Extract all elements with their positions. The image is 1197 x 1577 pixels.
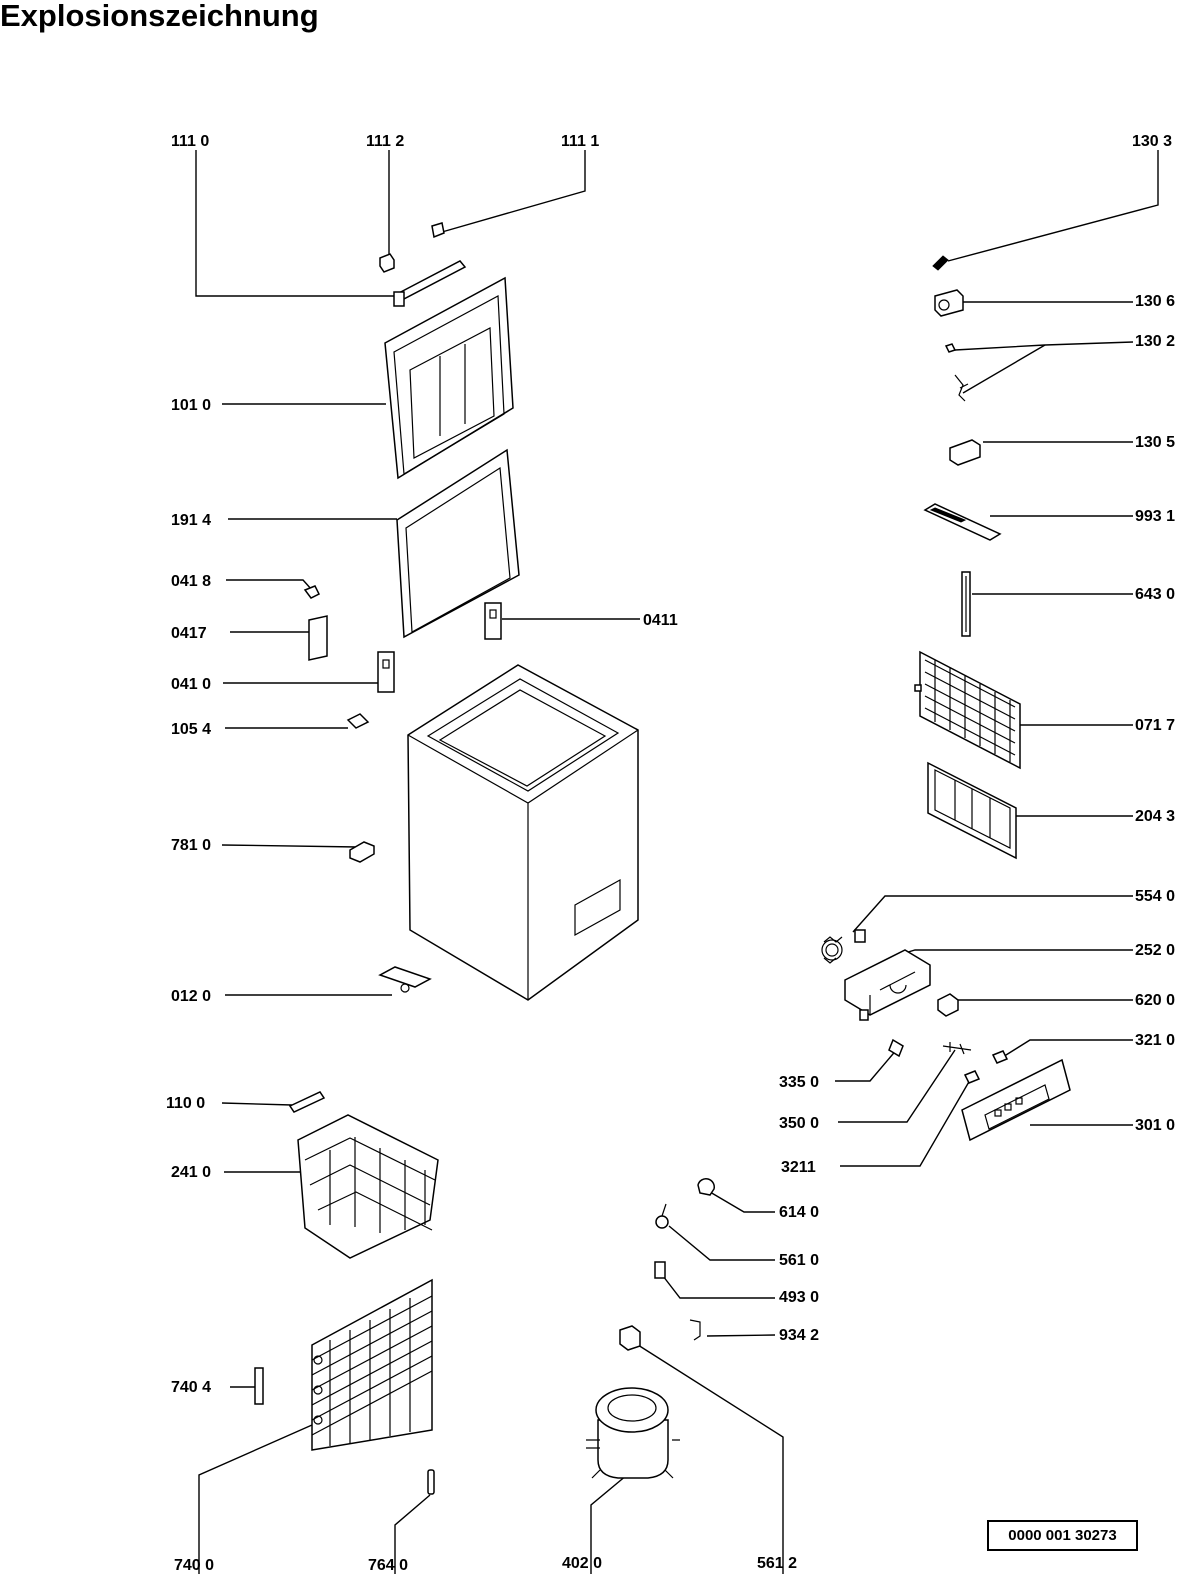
label-3350: 335 0 [779, 1074, 819, 1091]
foot-bracket-part [346, 713, 370, 729]
hinge-cover-part [308, 615, 328, 661]
condenser-coil-part [311, 1278, 433, 1451]
vertical-bar-part [961, 571, 971, 637]
document-number-box: 0000 001 30273 [987, 1520, 1138, 1551]
label-2520: 252 0 [1135, 942, 1175, 959]
label-7404: 740 4 [171, 1379, 211, 1396]
relay-part [937, 993, 959, 1017]
label-5612: 561 2 [757, 1555, 797, 1572]
coil-bracket-part [254, 1367, 264, 1405]
label-0411: 0411 [643, 612, 678, 629]
lamp-bulb-part [888, 1038, 904, 1058]
wire-basket-part [297, 1114, 439, 1259]
relay-bracket-part [844, 949, 931, 1021]
label-1100: 110 0 [166, 1095, 205, 1112]
label-6140: 614 0 [779, 1204, 819, 1221]
label-1302: 130 2 [1135, 333, 1175, 350]
coil-part [821, 929, 866, 964]
label-3010: 301 0 [1135, 1117, 1175, 1134]
label-2410: 241 0 [171, 1164, 211, 1181]
label-1305: 130 5 [1135, 434, 1175, 451]
strip-part [923, 503, 1002, 541]
label-4930: 493 0 [779, 1289, 819, 1306]
pin-part [427, 1469, 435, 1495]
evaporator-cover-part [927, 761, 1017, 860]
label-5610: 561 0 [779, 1252, 819, 1269]
label-1303: 130 3 [1132, 133, 1172, 150]
hinge-right-part [484, 602, 502, 640]
hinge-cap-part [379, 253, 395, 273]
label-3211: 3211 [781, 1159, 816, 1176]
hinge-left-part [377, 651, 395, 693]
cabinet-part [407, 664, 639, 1001]
label-6430: 643 0 [1135, 586, 1175, 603]
thermostat-housing-part [934, 289, 964, 317]
terminal-part [654, 1261, 666, 1279]
lid-handle-part [393, 260, 467, 307]
basket-hanger-part [288, 1091, 326, 1113]
label-3500: 350 0 [779, 1115, 819, 1132]
label-7400: 740 0 [174, 1557, 214, 1574]
label-0418: 041 8 [171, 573, 211, 590]
part-labels: 111 0 111 2 111 1 130 3 130 6 130 2 101 … [166, 133, 1175, 1574]
label-6200: 620 0 [1135, 992, 1175, 1009]
base-plate-part [378, 966, 432, 993]
lamp-parts [944, 343, 969, 402]
label-4020: 402 0 [562, 1555, 602, 1572]
label-5540: 554 0 [1135, 888, 1175, 905]
lid-part [384, 276, 514, 480]
label-3210: 321 0 [1135, 1032, 1175, 1049]
label-1010: 101 0 [171, 397, 211, 414]
label-1112: 111 2 [366, 133, 404, 150]
label-0717: 071 7 [1135, 717, 1175, 734]
label-1111: 111 1 [561, 133, 599, 150]
label-1306: 130 6 [1135, 293, 1175, 310]
thermostat-knob-part [932, 255, 949, 271]
label-1054: 105 4 [171, 721, 211, 738]
lamp-cover-part [949, 439, 981, 466]
knob-part [697, 1178, 715, 1196]
clamp-part [689, 1319, 701, 1341]
label-0120: 012 0 [171, 988, 211, 1005]
label-9931: 993 1 [1135, 508, 1175, 525]
hinge-screw-part [303, 585, 321, 599]
label-1110: 111 0 [171, 133, 209, 150]
switch-cover-part [963, 1070, 981, 1084]
lid-gasket-part [396, 448, 520, 639]
control-panel-part [961, 1058, 1071, 1142]
leader-lines [195, 150, 1159, 1574]
overload-part [619, 1325, 641, 1351]
label-1914: 191 4 [171, 512, 211, 529]
drain-plug-part [349, 841, 375, 863]
lamp-holder-part [942, 1042, 972, 1055]
label-0417: 0417 [171, 625, 207, 642]
condenser-grille-part [914, 650, 1021, 770]
label-7810: 781 0 [171, 837, 211, 854]
sensor-part [655, 1203, 669, 1229]
label-0410: 041 0 [171, 676, 211, 693]
clip-part [431, 222, 445, 239]
label-2043: 204 3 [1135, 808, 1175, 825]
page-title: Explosionszeichnung [0, 0, 319, 33]
switch-part [991, 1050, 1009, 1064]
label-7640: 764 0 [368, 1557, 408, 1574]
label-9342: 934 2 [779, 1327, 819, 1344]
compressor-part [586, 1387, 680, 1479]
